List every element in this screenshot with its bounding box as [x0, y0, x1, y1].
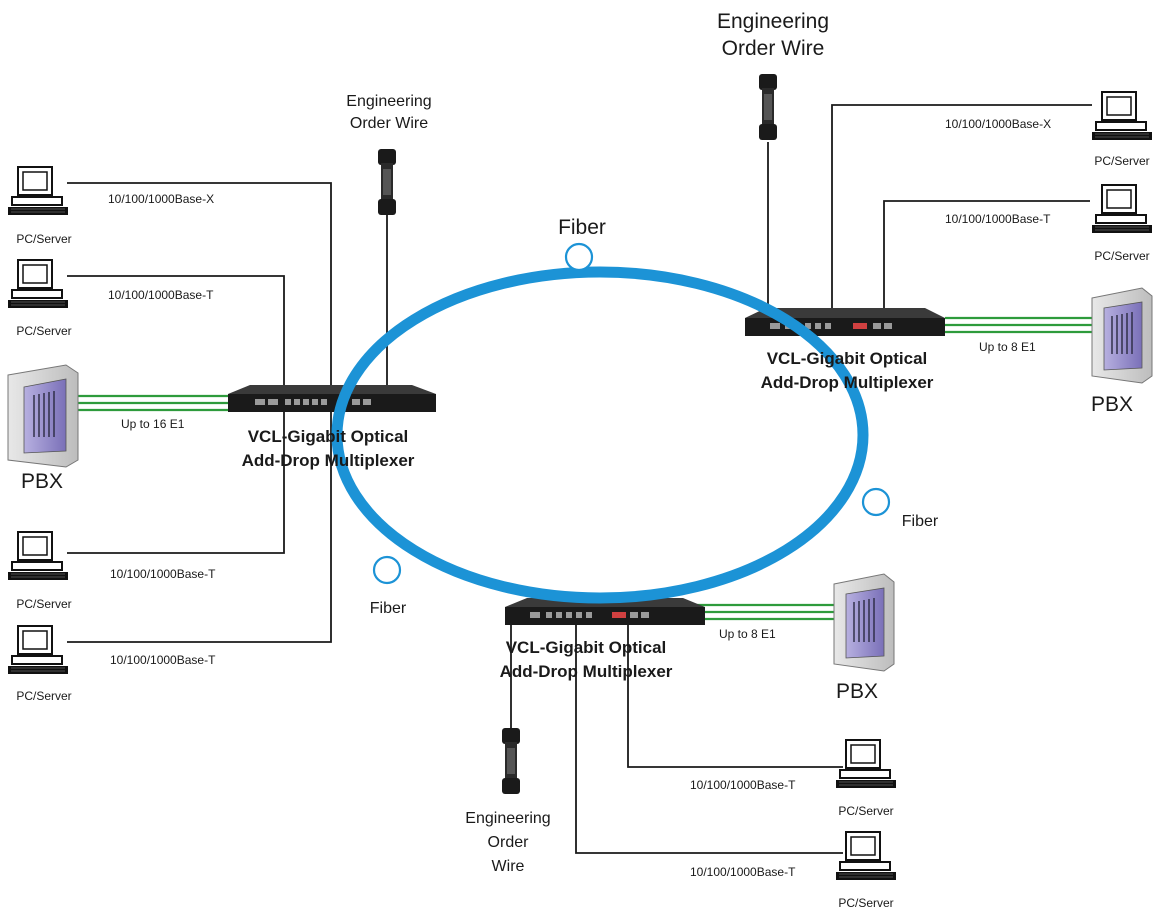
fiber-ring	[331, 266, 869, 604]
e1-right-label: Up to 8 E1	[979, 340, 1036, 354]
link-right-2: 10/100/1000Base-T	[945, 212, 1051, 226]
orderwire-right-line1: Engineering	[717, 10, 829, 33]
adm-left-title-2: Add-Drop Multiplexer	[242, 451, 415, 470]
pc-left-1-label: PC/Server	[16, 232, 71, 246]
adm-right-title-2: Add-Drop Multiplexer	[761, 373, 934, 392]
pc-bottom-1-icon	[836, 739, 896, 789]
pc-bottom-1-label: PC/Server	[838, 804, 893, 818]
left-e1-trunk	[72, 394, 228, 412]
left-adm-links	[67, 182, 388, 643]
pc-left-2-icon	[8, 259, 68, 309]
pc-left-3-label: PC/Server	[16, 597, 71, 611]
orderwire-left-line2: Order Wire	[350, 115, 428, 132]
link-left-2: 10/100/1000Base-T	[108, 288, 214, 302]
link-bottom-2: 10/100/1000Base-T	[690, 865, 796, 879]
pc-left-4-label: PC/Server	[16, 689, 71, 703]
fiber-splices	[372, 242, 891, 585]
fiber-label-top: Fiber	[558, 216, 606, 239]
link-left-1: 10/100/1000Base-X	[108, 192, 214, 206]
orderwire-bottom-line3: Wire	[492, 858, 525, 875]
link-bottom-1: 10/100/1000Base-T	[690, 778, 796, 792]
adm-left-title-1: VCL-Gigabit Optical	[248, 427, 409, 446]
phone-left-icon	[378, 149, 396, 215]
pbx-bottom	[833, 573, 895, 672]
pc-left-2-label: PC/Server	[16, 324, 71, 338]
pc-right-1-label: PC/Server	[1094, 154, 1149, 168]
pc-right-1-icon	[1092, 91, 1152, 141]
pc-left-3-icon	[8, 531, 68, 581]
adm-bottom-title-1: VCL-Gigabit Optical	[506, 638, 667, 657]
fiber-label-right: Fiber	[902, 513, 939, 530]
orderwire-left-line1: Engineering	[346, 93, 431, 110]
pc-left-1-icon	[8, 166, 68, 216]
pbx-left	[7, 364, 79, 468]
orderwire-bottom-line2: Order	[488, 834, 530, 851]
link-left-4: 10/100/1000Base-T	[110, 653, 216, 667]
phone-bottom-icon	[502, 728, 520, 794]
fiber-label-left: Fiber	[370, 600, 407, 617]
adm-left-chassis	[228, 385, 436, 412]
link-left-3: 10/100/1000Base-T	[110, 567, 216, 581]
pc-left-4-icon	[8, 625, 68, 675]
orderwire-right-line2: Order Wire	[722, 37, 825, 60]
pbx-left-label: PBX	[21, 470, 63, 493]
orderwire-bottom-line1: Engineering	[465, 810, 550, 827]
pbx-right-label: PBX	[1091, 393, 1133, 416]
phone-right-icon	[759, 74, 777, 140]
pc-bottom-2-label: PC/Server	[838, 896, 893, 910]
bottom-adm-links	[510, 610, 843, 854]
pc-bottom-2-icon	[836, 831, 896, 881]
pbx-bottom-label: PBX	[836, 680, 878, 703]
adm-bottom-title-2: Add-Drop Multiplexer	[500, 662, 673, 681]
pc-right-2-icon	[1092, 184, 1152, 234]
right-e1-trunk	[945, 316, 1094, 334]
pbx-right	[1091, 287, 1153, 384]
adm-right-title-1: VCL-Gigabit Optical	[767, 349, 928, 368]
link-right-1: 10/100/1000Base-X	[945, 117, 1051, 131]
e1-left-label: Up to 16 E1	[121, 417, 185, 431]
right-adm-links	[767, 104, 1092, 310]
e1-bottom-label: Up to 8 E1	[719, 627, 776, 641]
pc-right-2-label: PC/Server	[1094, 249, 1149, 263]
bottom-e1-trunk	[680, 603, 836, 621]
